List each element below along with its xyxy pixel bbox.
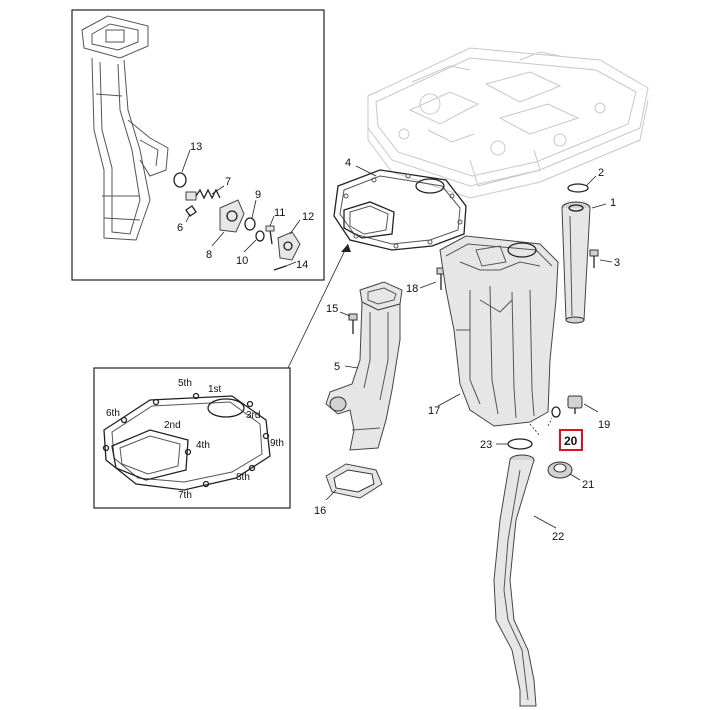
leader-21 — [569, 473, 581, 481]
sequence-label-9th: 9th — [270, 438, 284, 449]
gasket-4 — [333, 169, 467, 251]
sequence-label-1st: 1st — [208, 384, 222, 395]
oil-pickup-tube-5 — [325, 281, 403, 451]
sequence-label-7th: 7th — [178, 490, 192, 501]
callout-3: 3 — [614, 257, 620, 269]
callout-14: 14 — [296, 259, 308, 271]
inset-detail-frame — [71, 9, 325, 281]
callout-17: 17 — [428, 405, 440, 417]
o-ring-23 — [507, 438, 533, 450]
callout-22: 22 — [552, 531, 564, 543]
callout-20: 20 — [564, 434, 578, 448]
leader-17 — [437, 393, 461, 407]
leader-22 — [533, 515, 557, 529]
leader-1 — [591, 203, 607, 209]
leader-2 — [585, 175, 597, 187]
inset-oil-pump-pickup-drawing — [81, 15, 169, 241]
assembly-line — [529, 423, 541, 437]
callout-19: 19 — [598, 419, 610, 431]
detail-pointer — [287, 243, 351, 369]
callout-11: 11 — [274, 207, 285, 219]
callout-8: 8 — [206, 249, 212, 261]
leader-16 — [325, 489, 337, 501]
callout-20-highlight-box — [559, 429, 583, 451]
leader-15 — [339, 311, 351, 317]
sequence-label-5th: 5th — [178, 378, 192, 389]
o-ring-2 — [567, 183, 589, 193]
sequence-label-3rd: 3rd — [246, 410, 260, 421]
leader-5 — [344, 365, 359, 369]
callout-10: 10 — [236, 255, 248, 267]
sequence-label-2nd: 2nd — [164, 420, 181, 431]
inset-small-parts — [173, 172, 301, 271]
collar-21 — [547, 461, 573, 479]
sequence-label-8th: 8th — [236, 472, 250, 483]
sequence-label-4th: 4th — [196, 440, 210, 451]
sequence-gasket-drawing — [102, 392, 271, 491]
o-ring-20 — [551, 406, 561, 418]
dipstick-guide-22 — [493, 454, 537, 707]
leader-3 — [599, 259, 613, 263]
inset-leader-lines — [181, 149, 301, 267]
callout-6: 6 — [177, 222, 183, 234]
callout-23: 23 — [480, 439, 492, 451]
engine-base-plate-ghost — [367, 47, 649, 199]
callout-2: 2 — [598, 167, 604, 179]
gasket-16 — [325, 463, 383, 499]
bolt-15 — [348, 313, 358, 334]
callout-9: 9 — [255, 189, 261, 201]
callout-5: 5 — [334, 361, 340, 373]
oil-pan-17 — [439, 235, 559, 427]
leader-20 — [547, 417, 553, 427]
leader-4 — [355, 165, 377, 177]
callout-13: 13 — [190, 141, 202, 153]
leader-18 — [419, 281, 437, 289]
callout-18: 18 — [406, 283, 418, 295]
callout-4: 4 — [345, 157, 351, 169]
leader-19 — [583, 403, 599, 413]
bolt-3 — [589, 249, 599, 268]
callout-7: 7 — [225, 176, 231, 188]
callout-12: 12 — [302, 211, 314, 223]
callout-21: 21 — [582, 479, 594, 491]
callout-1: 1 — [610, 197, 616, 209]
callout-15: 15 — [326, 303, 338, 315]
drain-plug-19 — [567, 395, 583, 414]
callout-16: 16 — [314, 505, 326, 517]
dipstick-tube-1 — [561, 201, 591, 324]
sequence-label-6th: 6th — [106, 408, 120, 419]
tightening-sequence-frame — [93, 367, 291, 509]
